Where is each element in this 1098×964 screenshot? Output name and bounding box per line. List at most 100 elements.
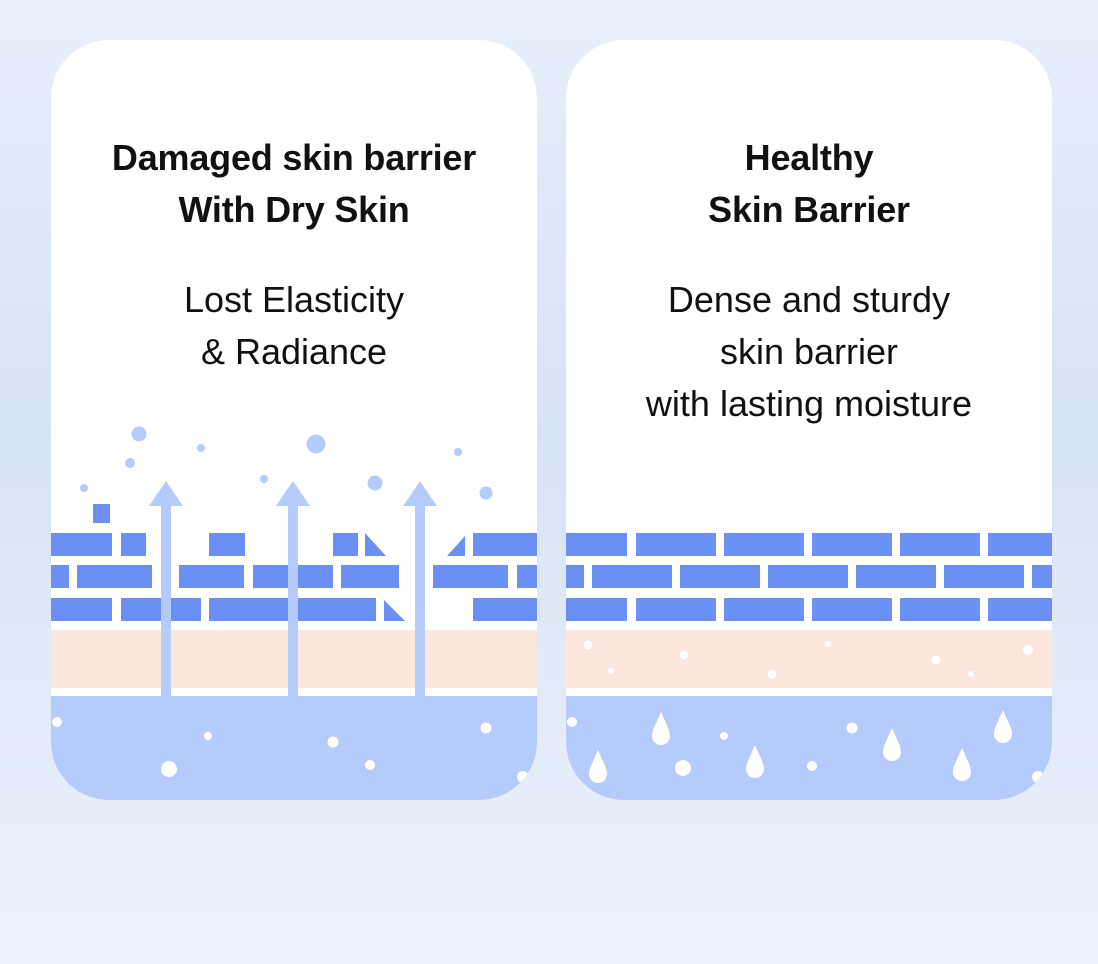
brick [121,533,146,556]
brick [51,565,69,588]
description-line: with lasting moisture [645,383,973,424]
brick [51,598,112,621]
particle [454,448,462,456]
dot [480,722,492,734]
droplet [994,710,1012,743]
moisture-loss-arrows [149,481,437,696]
dot [675,760,691,776]
brick [636,533,716,556]
brick [592,565,672,588]
brick [724,598,804,621]
intact-brick-wall [566,533,1052,621]
particle [367,475,383,491]
particle [131,426,147,442]
brick [333,533,358,556]
base-layer [51,696,537,800]
brick [944,565,1024,588]
healthy-barrier-card: Healthy Skin Barrier Dense and sturdy sk… [566,40,1052,800]
dot [583,640,593,650]
brick [433,565,508,588]
damaged-description: Lost Elasticity & Radiance [51,274,537,378]
dot [517,771,529,783]
brick [900,533,980,556]
particle [125,458,135,468]
brick [768,565,848,588]
dot [327,736,339,748]
arrow-shaft [161,506,171,696]
brick [812,533,892,556]
brick-fragment [93,504,110,523]
water-droplets [589,710,1012,783]
dot [1032,771,1044,783]
healthy-text-block: Healthy Skin Barrier Dense and sturdy sk… [566,132,1052,430]
damaged-heading: Damaged skin barrier With Dry Skin [51,132,537,236]
damaged-barrier-illustration [51,426,537,800]
heading-line: Damaged skin barrier [111,137,477,178]
droplet [652,712,670,745]
droplet [746,745,764,778]
brick [209,533,245,556]
base-layer-dots [567,717,1044,783]
brick [473,598,537,621]
brick [636,598,716,621]
heading-line: With Dry Skin [178,189,410,230]
dot [1023,645,1033,655]
particle [306,434,326,454]
brick-fragment [365,533,386,556]
brick [51,533,112,556]
healthy-barrier-illustration [566,533,1052,800]
arrow-shaft [415,506,425,696]
dot [846,722,858,734]
dot [679,650,689,660]
droplet [589,750,607,783]
dot [968,671,974,677]
dot [567,717,577,727]
moisture-layer-dots [583,640,1033,679]
dot [931,655,941,665]
arrow-head [149,481,183,506]
description-line: Dense and sturdy [667,279,951,320]
brick-fragment [447,536,465,556]
particle [80,484,88,492]
brick [566,598,627,621]
brick [179,565,244,588]
dot [365,760,375,770]
brick [566,533,627,556]
brick-fragment [384,600,405,621]
droplet [883,728,901,761]
dot [720,732,728,740]
brick [1032,565,1052,588]
dot [204,732,212,740]
brick [566,565,584,588]
damaged-text-block: Damaged skin barrier With Dry Skin Lost … [51,132,537,378]
brick [988,533,1052,556]
heading-line: Skin Barrier [708,189,910,230]
description-line: Lost Elasticity [183,279,405,320]
particle [260,475,268,483]
moisture-layer [566,630,1052,688]
healthy-description: Dense and sturdy skin barrier with lasti… [566,274,1052,430]
base-layer-dots [52,717,529,783]
dot [161,761,177,777]
base-layer [566,696,1052,800]
arrow-head [276,481,310,506]
dot [825,641,831,647]
brick [856,565,936,588]
escaping-moisture-particles [80,426,493,500]
brick [341,565,399,588]
brick [812,598,892,621]
arrow-shaft [288,506,298,696]
healthy-heading: Healthy Skin Barrier [566,132,1052,236]
brick [988,598,1052,621]
droplet [953,748,971,781]
dot [767,669,777,679]
arrow-head [403,481,437,506]
dot [52,717,62,727]
brick [473,533,537,556]
dot [807,761,817,771]
damaged-barrier-card: Damaged skin barrier With Dry Skin Lost … [51,40,537,800]
dot [608,668,614,674]
description-line: & Radiance [200,331,388,372]
brick [900,598,980,621]
particle [479,486,493,500]
